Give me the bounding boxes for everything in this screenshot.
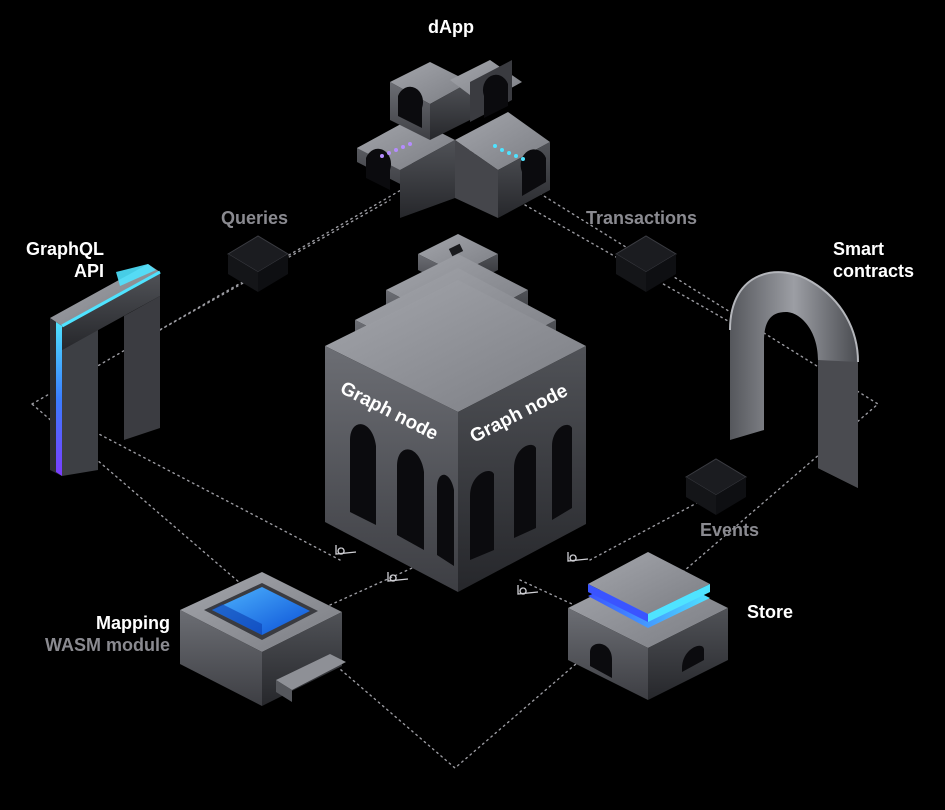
graph-node-building xyxy=(325,234,586,592)
dapp-left-lights xyxy=(380,142,412,158)
transactions-label: Transactions xyxy=(586,208,698,228)
socket-icon xyxy=(335,545,357,555)
graphql-to-node-connector xyxy=(94,431,341,561)
dapp-label: dApp xyxy=(428,17,474,37)
socket-icon xyxy=(517,585,539,595)
smart-contracts-arch xyxy=(729,271,859,488)
queries-label: Queries xyxy=(221,208,289,228)
mapping-label-line1: Mapping xyxy=(96,613,170,633)
socket-icon xyxy=(387,572,409,582)
events-packet-icon xyxy=(685,458,747,515)
store-label: Store xyxy=(747,602,794,622)
store-building xyxy=(568,552,728,700)
socket-icon xyxy=(567,552,589,562)
mapping-connector xyxy=(329,559,431,606)
transactions-packet-icon xyxy=(615,235,677,292)
smart-contracts-label: Smart contracts xyxy=(833,238,914,282)
dapp-right-lights xyxy=(493,144,525,161)
store-connector xyxy=(519,579,586,611)
graphql-api-label-line2: API xyxy=(73,261,104,281)
smart-contracts-label-line2: contracts xyxy=(833,261,915,281)
smart-contracts-label-line1: Smart xyxy=(833,239,885,259)
events-connector xyxy=(589,479,741,561)
mapping-label: Mapping WASM module xyxy=(20,612,170,656)
wasm-module-label: WASM module xyxy=(45,635,170,655)
socket-icons xyxy=(335,545,589,595)
mapping-wasm-module xyxy=(180,572,346,706)
graphql-api-label: GraphQL API xyxy=(10,238,104,282)
wasm-pool xyxy=(212,587,310,635)
dapp-building xyxy=(357,60,550,218)
graphql-api-label-line1: GraphQL xyxy=(25,239,104,259)
outer-diamond xyxy=(30,149,880,769)
queries-packet-icon xyxy=(227,235,289,292)
graphql-api-portal xyxy=(50,264,161,476)
events-label: Events xyxy=(700,520,760,540)
